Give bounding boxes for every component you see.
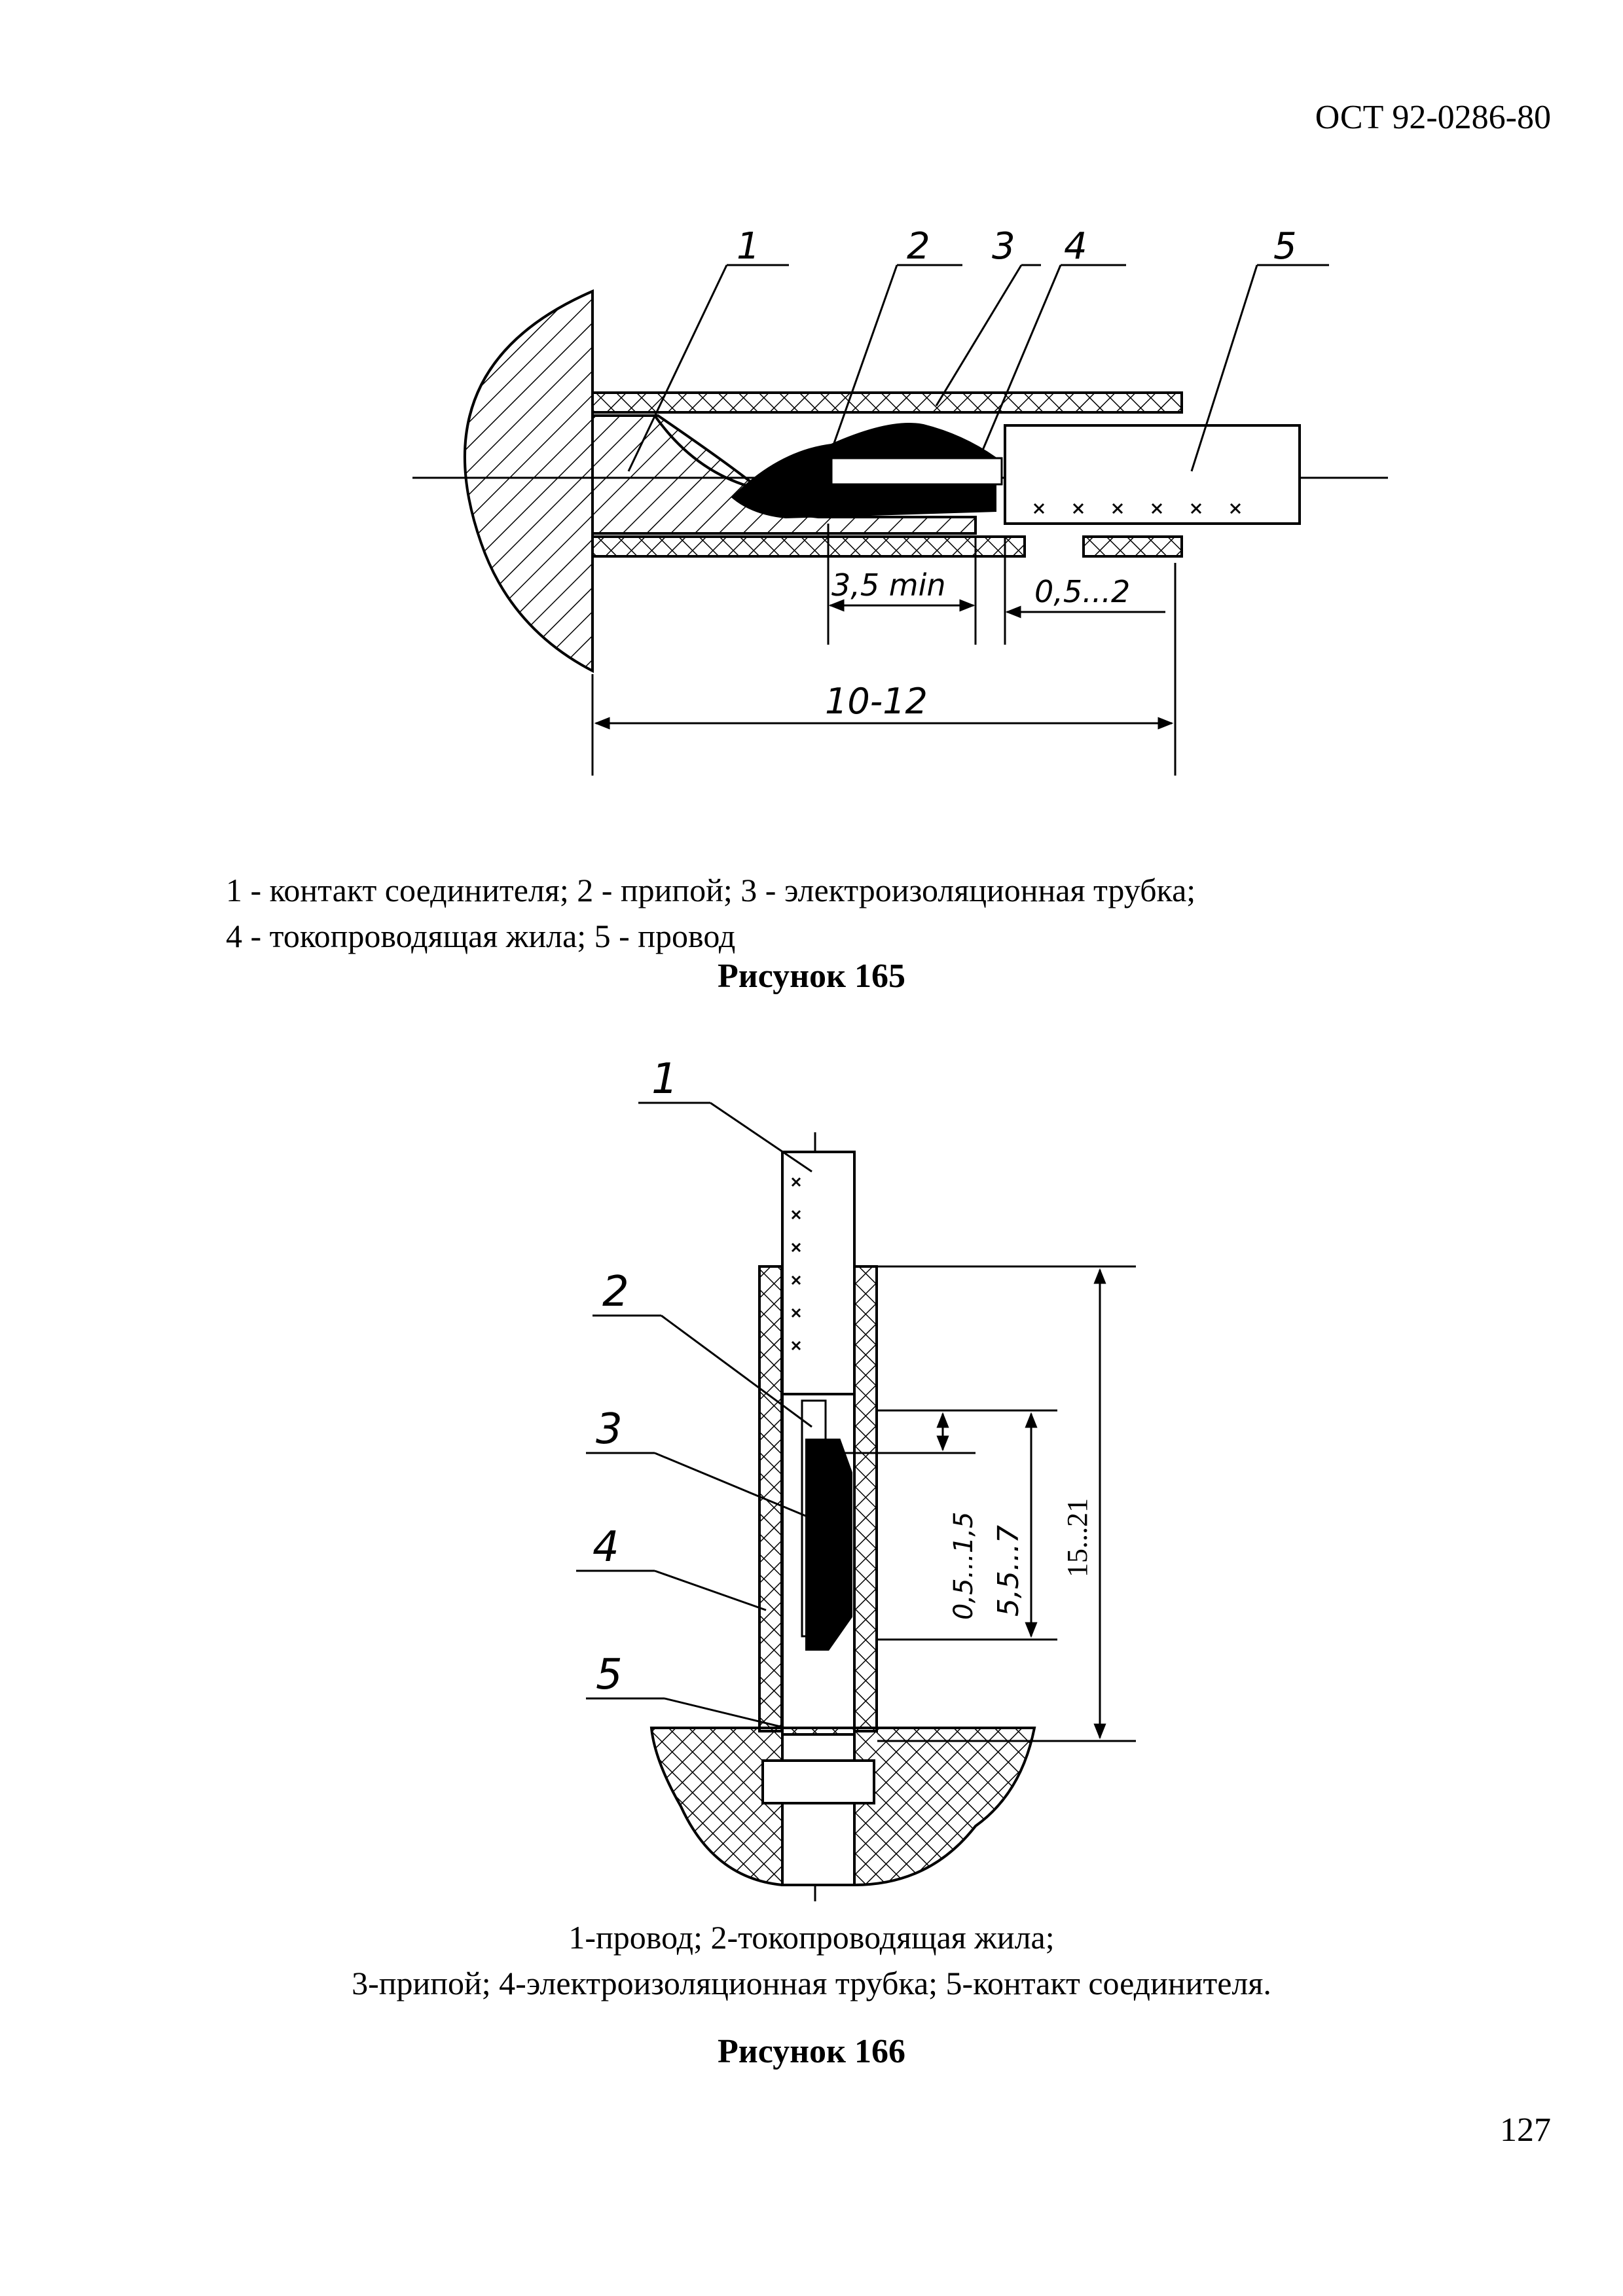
figure-166-caption-line-2: 3-припой; 4-электроизоляционная трубка; … bbox=[352, 1965, 1271, 2001]
wire bbox=[1004, 424, 1301, 525]
fig165-label-3: 3 bbox=[992, 225, 1015, 268]
figure-166-caption-line-1: 1-провод; 2-токопроводящая жила; bbox=[568, 1919, 1055, 1956]
contact-collar bbox=[761, 1759, 875, 1804]
fig165-label-2: 2 bbox=[907, 225, 930, 268]
connector-contact bbox=[463, 289, 594, 673]
core-wire bbox=[830, 457, 1003, 486]
fig166-label-1: 1 bbox=[651, 1055, 678, 1103]
figure-165-caption-line-2: 4 - токопроводящая жила; 5 - провод bbox=[226, 918, 736, 954]
figure-165-caption: 1 - контакт соединителя; 2 - припой; 3 -… bbox=[226, 867, 1195, 959]
fig166-label-3: 3 bbox=[596, 1405, 623, 1454]
fig166-dim-d3: 15...21 bbox=[1061, 1498, 1093, 1577]
figure-165-text: 1 2 3 4 5 3,5 min 0,5...2 10-12 bbox=[737, 225, 1297, 722]
fig165-dim-total: 10-12 bbox=[825, 681, 928, 722]
fig165-dim-solder: 3,5 min bbox=[831, 567, 946, 603]
fig166-dim-d2: 5,5...7 bbox=[992, 1525, 1025, 1617]
solder-166 bbox=[805, 1439, 852, 1651]
fig165-label-5: 5 bbox=[1273, 225, 1297, 268]
insulation-tube-bottom bbox=[591, 535, 1026, 558]
figure-166-caption: 1-провод; 2-токопроводящая жила; 3-припо… bbox=[0, 1914, 1623, 2006]
insulation-tube-top bbox=[591, 391, 1183, 414]
figure-165-drawing bbox=[412, 264, 1388, 776]
figure-166-text: 1 2 3 4 5 0,5...1,5 5,5...7 15...21 bbox=[593, 1055, 1093, 1699]
wire-166 bbox=[781, 1151, 856, 1395]
contact-pin-166 bbox=[781, 1733, 856, 1886]
fig166-label-4: 4 bbox=[593, 1523, 619, 1571]
fig165-dim-gap: 0,5...2 bbox=[1034, 574, 1130, 609]
fig165-label-4: 4 bbox=[1064, 225, 1087, 268]
fig166-label-2: 2 bbox=[602, 1268, 629, 1316]
page-number: 127 bbox=[1500, 2111, 1551, 2149]
fig166-dim-d1: 0,5...1,5 bbox=[949, 1512, 979, 1620]
figure-166-title: Рисунок 166 bbox=[717, 2033, 906, 2070]
insulation-tube-right bbox=[853, 1265, 878, 1732]
document-code: ОСТ 92-0286-80 bbox=[1315, 99, 1551, 136]
fig166-label-5: 5 bbox=[596, 1651, 623, 1699]
figure-165-title: Рисунок 165 bbox=[717, 958, 906, 995]
figure-165-caption-line-1: 1 - контакт соединителя; 2 - припой; 3 -… bbox=[226, 872, 1196, 908]
figure-166-drawing bbox=[576, 1102, 1136, 1901]
fig165-label-1: 1 bbox=[737, 225, 760, 268]
